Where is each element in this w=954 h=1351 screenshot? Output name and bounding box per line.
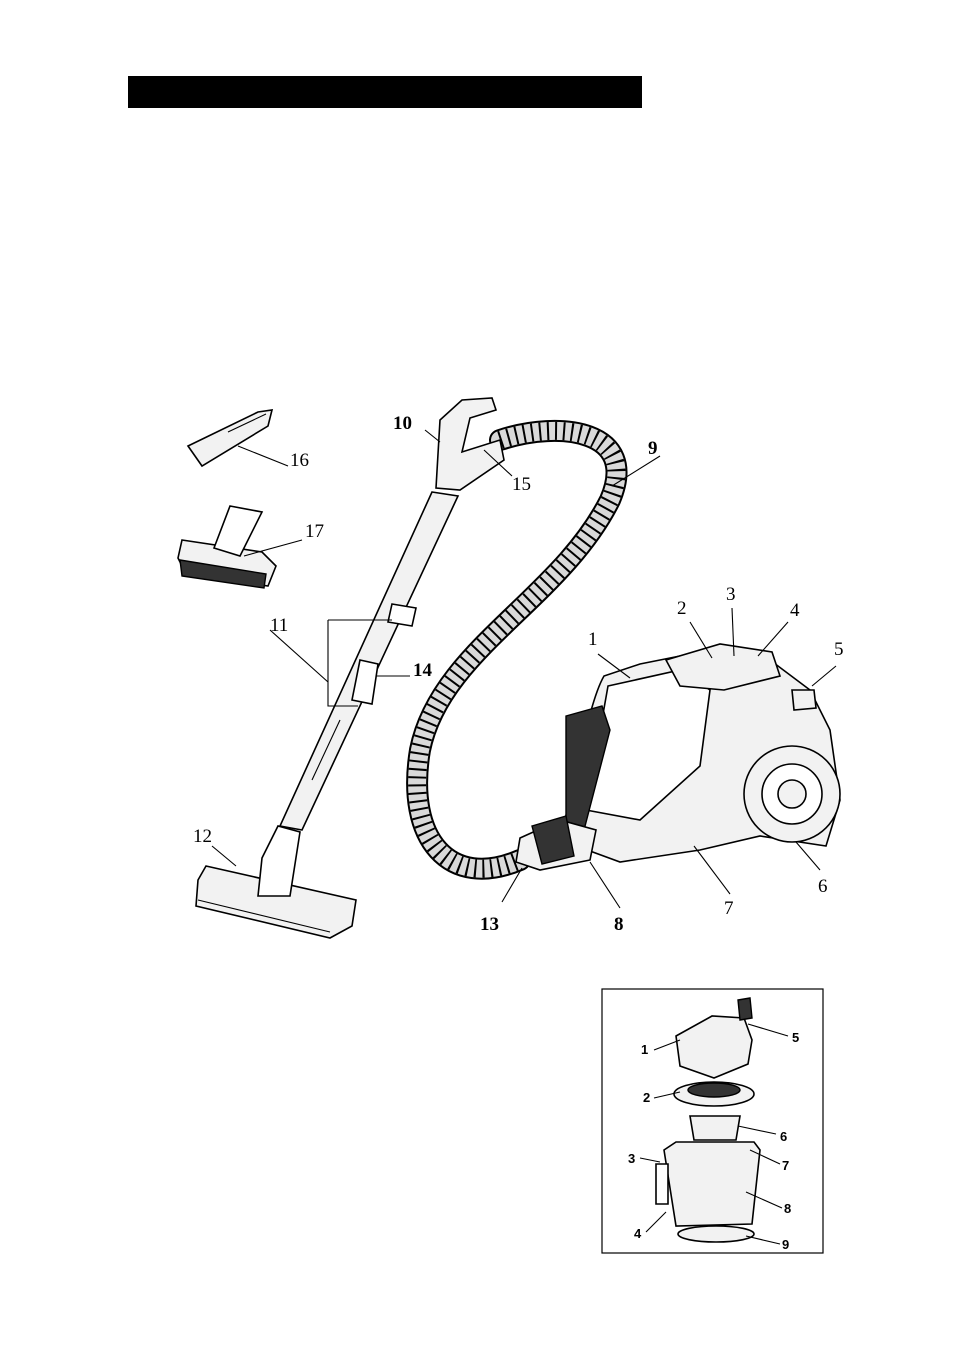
main-body [516,644,840,870]
label-14: 14 [413,660,433,681]
crevice-tool [188,410,272,466]
label-5: 5 [834,639,844,660]
inset-label-8: 8 [784,1201,791,1216]
label-3: 3 [726,584,736,605]
inset-label-2: 2 [643,1090,650,1105]
inset-label-1: 1 [641,1042,648,1057]
label-8: 8 [614,914,624,935]
label-12: 12 [193,826,212,847]
inset-label-9: 9 [782,1237,789,1252]
label-15: 15 [512,474,531,495]
label-4: 4 [790,600,800,621]
label-1: 1 [588,629,598,650]
label-11: 11 [270,615,288,636]
label-16: 16 [290,450,309,471]
inset-label-3: 3 [628,1151,635,1166]
label-13: 13 [480,914,499,935]
inset-label-7: 7 [782,1158,789,1173]
label-6: 6 [818,876,828,897]
inset-label-5: 5 [792,1030,799,1045]
label-2: 2 [677,598,687,619]
label-10: 10 [393,413,412,434]
inset-label-4: 4 [634,1226,642,1241]
label-7: 7 [724,898,734,919]
label-17: 17 [305,521,324,542]
upholstery-brush [178,506,276,588]
label-9: 9 [648,438,658,459]
floor-nozzle [196,826,356,938]
inset-label-6: 6 [780,1129,787,1144]
handle-and-tube [280,398,504,830]
